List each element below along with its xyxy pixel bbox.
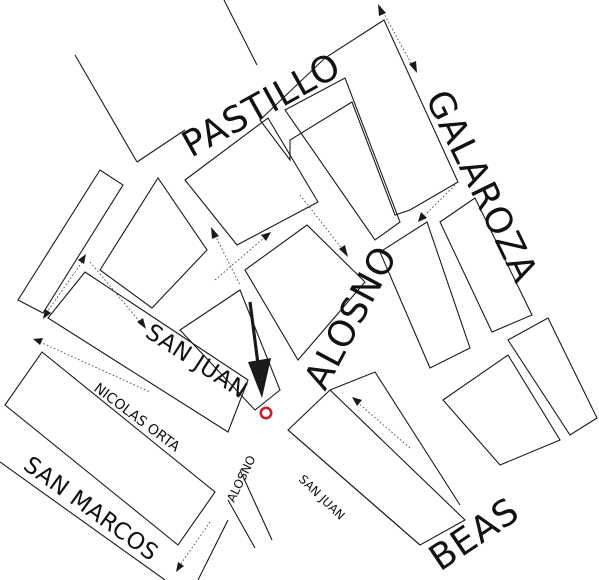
one-way-arrowhead-icon xyxy=(33,338,43,345)
one-way-arrowhead-icon xyxy=(176,562,184,572)
street-labels: PASTILLO GALAROZA ALOSNO BEAS SAN JUAN N… xyxy=(18,45,545,579)
street-label-alosno-small: ALOSNO xyxy=(224,453,258,504)
location-marker-icon xyxy=(259,406,273,420)
one-way-arrowhead-icon xyxy=(378,4,386,16)
one-way-arrowhead-icon xyxy=(409,61,417,73)
one-way-arrowhead-icon xyxy=(261,232,271,241)
one-way-arrowhead-icon xyxy=(418,212,427,222)
down-arrow-icon xyxy=(248,301,271,398)
street-label-alosno: ALOSNO xyxy=(297,239,406,396)
traffic-flow-arrows xyxy=(33,4,456,572)
one-way-arrowhead-icon xyxy=(339,245,348,257)
one-way-arrowhead-icon xyxy=(78,254,86,264)
one-way-arrowhead-icon xyxy=(352,397,362,406)
street-label-nicolas-orta: NICOLAS ORTA xyxy=(91,380,183,455)
one-way-arrowhead-icon xyxy=(211,227,219,239)
one-way-arrowhead-icon xyxy=(43,309,51,319)
one-way-arrowhead-icon xyxy=(137,318,146,329)
street-label-galaroza: GALAROZA xyxy=(417,84,545,290)
street-label-san-juan-upper: SAN JUAN xyxy=(141,319,252,404)
street-label-san-juan-lower: SAN JUAN xyxy=(296,472,348,523)
street-label-beas: BEAS xyxy=(422,490,527,579)
street-label-pastillo: PASTILLO xyxy=(175,45,348,166)
street-label-san-marcos: SAN MARCOS xyxy=(18,452,162,567)
